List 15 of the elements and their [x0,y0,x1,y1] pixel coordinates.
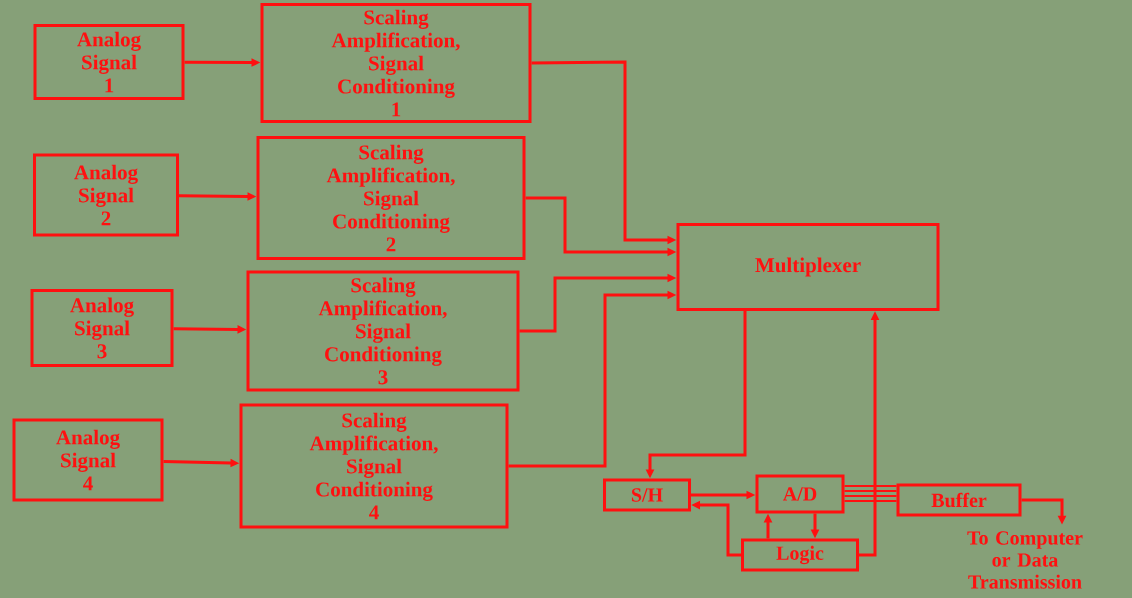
process-box: Scaling Amplification, Signal Conditioning 4 [239,403,509,529]
process-box: Scaling Amplification, Signal Conditioning 1 [260,3,532,123]
process-box: Buffer [896,483,1022,517]
process-box: Analog Signal 1 [33,24,185,100]
process-box: S/H [603,478,691,512]
process-box: Analog Signal 3 [30,289,174,367]
process-box: Analog Signal 4 [12,418,164,502]
process-box: A/D [755,474,845,514]
process-box: Analog Signal 2 [33,153,179,237]
process-box: Scaling Amplification, Signal Conditioning 2 [256,136,526,260]
process-box: Scaling Amplification, Signal Conditioning 3 [246,270,520,392]
output-label: To Computer or Data Transmission [967,531,1083,589]
arrow [843,485,898,502]
process-box: Logic [741,538,859,572]
process-box: Multiplexer [676,223,940,311]
